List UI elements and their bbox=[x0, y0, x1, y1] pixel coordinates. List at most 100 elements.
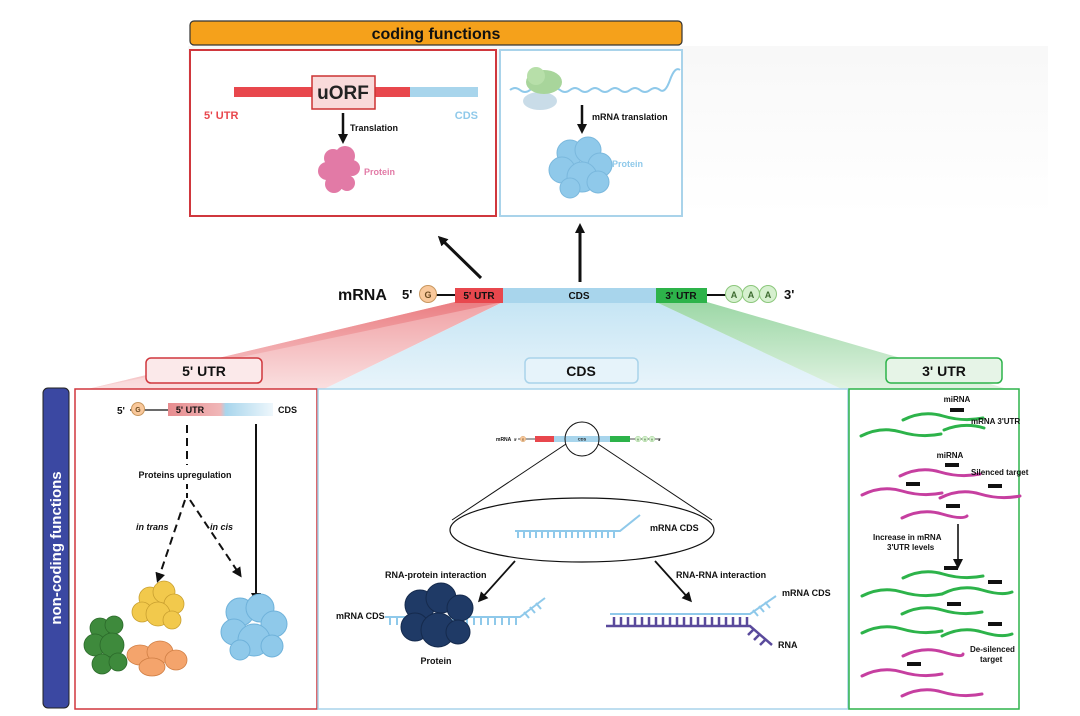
uorf-utr5-label: 5' UTR bbox=[204, 110, 238, 122]
mini-a3 bbox=[649, 436, 656, 443]
utr5-cds-label: CDS bbox=[278, 405, 297, 415]
polya-a3-label: A bbox=[765, 290, 772, 300]
increase-label-2: 3'UTR levels bbox=[887, 543, 935, 552]
mini-a3-label: A bbox=[651, 438, 654, 442]
mini-a1-label: A bbox=[637, 438, 640, 442]
mrna-five-prime: 5' bbox=[402, 287, 412, 302]
utr5-trans-arrow bbox=[155, 499, 186, 583]
mini-a1 bbox=[635, 436, 642, 443]
silencing-mirna-icon bbox=[906, 482, 920, 486]
green-mrna-strands-bottom bbox=[860, 570, 1014, 638]
mini-mrna-label: mRNA bbox=[496, 437, 512, 443]
noncoding-vertical-label: non-coding functions bbox=[48, 471, 65, 624]
orange-protein-icon bbox=[126, 640, 188, 677]
uorf-translation-label: Translation bbox=[350, 123, 398, 133]
mirna-2-label: miRNA bbox=[937, 451, 964, 460]
yellow-protein-icon bbox=[131, 580, 185, 630]
utr5-cap bbox=[131, 402, 145, 416]
left-mrna-cds-label: mRNA CDS bbox=[336, 611, 385, 621]
mrna-translation-label: mRNA translation bbox=[592, 112, 668, 122]
rna-label: RNA bbox=[778, 640, 798, 650]
utr5-five-prime: 5' bbox=[117, 406, 125, 417]
cds-translation-panel: mRNA translation Protein bbox=[499, 49, 683, 217]
mini-cds-label: CDS bbox=[578, 437, 587, 442]
uorf-protein-label: Protein bbox=[364, 167, 395, 177]
mrna-cap-label: G bbox=[424, 290, 431, 300]
mrna-utr3 bbox=[656, 288, 707, 303]
mrna-cds-strand-right bbox=[610, 595, 777, 617]
utr3-panel: 3' UTR miRNA mRNA 3'UTR miRNA Silenced t… bbox=[848, 357, 1029, 710]
utr5-panel: 5' UTR 5' G 5' UTR CDS Proteins upregula… bbox=[74, 357, 318, 710]
polya-a3 bbox=[759, 285, 777, 303]
uorf-cds-label: CDS bbox=[455, 110, 478, 122]
noncoding-section: non-coding functions 5' UTR 5' G 5' UTR … bbox=[42, 357, 1029, 710]
zoom-ellipse bbox=[449, 497, 715, 563]
rna-rna-arrow bbox=[654, 560, 693, 603]
cds-panel-title: CDS bbox=[566, 363, 596, 379]
mrna-cds-label: CDS bbox=[568, 291, 589, 302]
mirna-bound-icon bbox=[907, 662, 921, 666]
uorf-label: uORF bbox=[317, 83, 369, 104]
magenta-mrna-strands-top bbox=[860, 468, 1022, 520]
utr5-panel-title: 5' UTR bbox=[182, 363, 226, 379]
cds-protein-label: Protein bbox=[612, 159, 643, 169]
utr5-in-trans: in trans bbox=[136, 522, 169, 532]
rna-protein-label: RNA-protein interaction bbox=[385, 570, 487, 580]
green-mrna-strands-top bbox=[859, 412, 986, 438]
light-blue-protein-icon bbox=[220, 593, 288, 661]
ribosome-icon bbox=[523, 67, 562, 110]
mirna-bound-icon bbox=[947, 602, 961, 606]
mini-cap bbox=[520, 436, 527, 443]
mrna-strand: mRNA 5' G 5' UTR CDS 3' UTR A A A 3' bbox=[338, 285, 794, 304]
rna-rna-label: RNA-RNA interaction bbox=[676, 570, 766, 580]
mrna-cap bbox=[419, 285, 437, 303]
uorf-cds-bar bbox=[410, 87, 478, 97]
mirna-bound-icon bbox=[944, 566, 958, 570]
mirna-bound-icon bbox=[988, 580, 1002, 584]
silenced-target-label: Silenced target bbox=[971, 468, 1029, 477]
blue-protein-icon bbox=[548, 136, 613, 199]
desilenced-label-1: De-silenced bbox=[970, 645, 1015, 654]
zoom-circle bbox=[564, 421, 600, 457]
mrna-3utr-label: mRNA 3'UTR bbox=[971, 417, 1020, 426]
arrow-to-uorf bbox=[437, 235, 483, 280]
mini-three-prime: 3' bbox=[658, 437, 661, 442]
coding-banner bbox=[189, 20, 683, 46]
silencing-mirna-icon bbox=[988, 484, 1002, 488]
uorf-panel: uORF 5' UTR CDS Translation Protein bbox=[189, 49, 497, 217]
polya-a1-label: A bbox=[731, 290, 738, 300]
mini-utr3 bbox=[610, 436, 630, 442]
rna-protein-arrow bbox=[477, 560, 516, 603]
mrna-title: mRNA bbox=[338, 287, 387, 304]
mrna-utr3-label: 3' UTR bbox=[665, 291, 697, 302]
mirna-bound-icon bbox=[988, 622, 1002, 626]
mini-utr5 bbox=[535, 436, 554, 442]
mrna-utr5 bbox=[455, 288, 503, 303]
mrna-utr5-label: 5' UTR bbox=[463, 291, 495, 302]
mini-five-prime: 5' bbox=[514, 437, 517, 442]
polya-a2-label: A bbox=[748, 290, 755, 300]
silencing-mirna-icon bbox=[946, 504, 960, 508]
fan-cds bbox=[318, 302, 848, 392]
utr5-cis-arrow bbox=[189, 499, 242, 578]
pink-protein-icon bbox=[318, 146, 360, 193]
increase-label-1: Increase in mRNA bbox=[873, 533, 942, 542]
uorf-box bbox=[311, 75, 376, 110]
utr5-upregulation-label: Proteins upregulation bbox=[138, 470, 231, 480]
utr5-in-cis: in cis bbox=[210, 522, 233, 532]
mirna-1-label: miRNA bbox=[944, 395, 971, 404]
rna-strand bbox=[606, 617, 773, 646]
mrna-three-prime: 3' bbox=[784, 287, 794, 302]
mini-cap-label: G bbox=[522, 438, 525, 442]
magenta-mrna-strands-bottom bbox=[860, 648, 984, 698]
silencing-mirna-icon bbox=[945, 463, 959, 467]
mini-a2-label: A bbox=[644, 438, 647, 442]
mrna-cds bbox=[503, 288, 656, 303]
zoom-mrna-cds-strand bbox=[515, 514, 641, 538]
dark-protein-icon bbox=[400, 582, 474, 648]
green-protein-icon bbox=[83, 615, 128, 675]
coding-functions-section: coding functions uORF 5' UTR CDS Transla… bbox=[188, 20, 1048, 217]
utr5-cap-label: G bbox=[135, 407, 141, 414]
utr3-panel-title: 3' UTR bbox=[922, 363, 966, 379]
